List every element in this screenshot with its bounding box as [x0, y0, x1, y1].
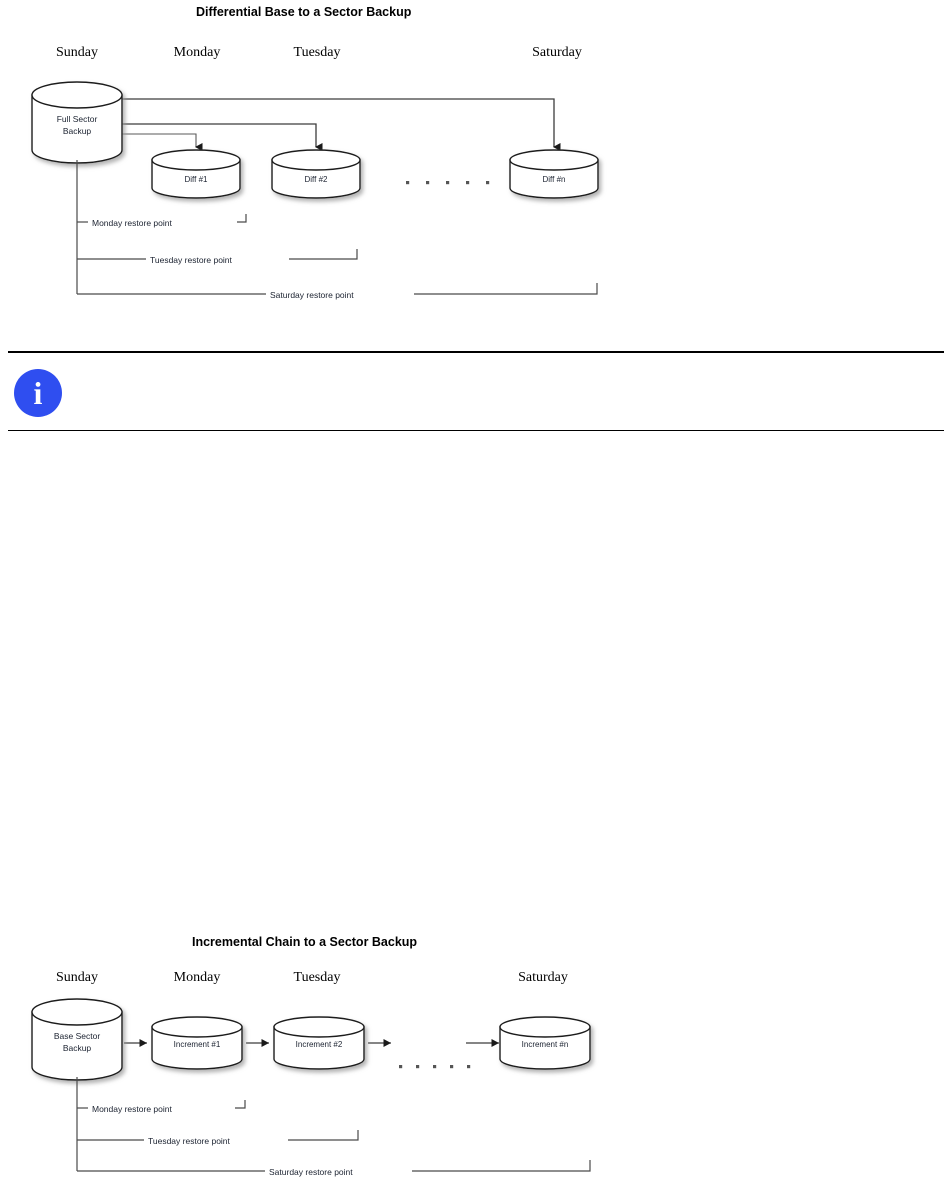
node-label-diff-n: Diff #n [543, 175, 566, 184]
diagram-title: Incremental Chain to a Sector Backup [192, 935, 417, 949]
restore-label-tuesday: Tuesday restore point [148, 1136, 231, 1146]
differential-backup-diagram: Differential Base to a Sector Backup Sun… [0, 0, 952, 330]
restore-label-saturday: Saturday restore point [269, 1167, 353, 1177]
node-full-sector-backup [31, 81, 123, 164]
node-diff-2 [271, 149, 361, 199]
restore-label-tuesday: Tuesday restore point [150, 255, 233, 265]
info-callout-box: i [8, 351, 944, 431]
info-icon: i [14, 369, 62, 417]
node-label-increment-n: Increment #n [522, 1040, 569, 1049]
node-label-line1: Base Sector [54, 1031, 100, 1041]
node-label-increment-2: Increment #2 [296, 1040, 343, 1049]
ellipsis-dots [399, 1065, 471, 1069]
day-label-monday: Monday [174, 970, 221, 985]
restore-bracket-tuesday [77, 249, 358, 260]
day-label-tuesday: Tuesday [294, 45, 341, 60]
restore-bracket-saturday [77, 1160, 591, 1172]
node-diff-n [509, 149, 599, 199]
node-label-diff-1: Diff #1 [185, 175, 209, 184]
node-label-increment-1: Increment #1 [174, 1040, 221, 1049]
info-icon-glyph: i [33, 375, 43, 411]
restore-label-monday: Monday restore point [92, 1104, 172, 1114]
incremental-diagram-svg: Incremental Chain to a Sector Backup Sun… [31, 935, 591, 1177]
node-increment-2 [273, 1016, 365, 1070]
restore-label-monday: Monday restore point [92, 218, 172, 228]
day-label-tuesday: Tuesday [294, 970, 341, 985]
restore-bracket-monday [77, 214, 247, 223]
connector-base-to-diff-n [77, 98, 561, 151]
day-label-monday: Monday [174, 45, 221, 60]
node-base-sector-backup [31, 998, 123, 1081]
node-diff-1 [151, 149, 241, 199]
incremental-backup-diagram: Incremental Chain to a Sector Backup Sun… [0, 925, 952, 1198]
diagram-title: Differential Base to a Sector Backup [196, 5, 412, 19]
node-label-line1: Full Sector [57, 114, 98, 124]
node-label-line2: Backup [63, 126, 92, 136]
day-label-saturday: Saturday [532, 45, 582, 60]
node-increment-n [499, 1016, 591, 1070]
node-increment-1 [151, 1016, 243, 1070]
restore-bracket-saturday [77, 283, 598, 295]
restore-label-saturday: Saturday restore point [270, 290, 354, 300]
restore-bracket-tuesday [77, 1130, 359, 1141]
node-label-diff-2: Diff #2 [305, 175, 329, 184]
day-label-saturday: Saturday [518, 970, 568, 985]
day-label-sunday: Sunday [56, 45, 98, 60]
connector-base-to-diff-2 [77, 123, 323, 151]
differential-diagram-svg: Differential Base to a Sector Backup Sun… [31, 5, 599, 300]
ellipsis-dots [406, 181, 490, 185]
node-label-line2: Backup [63, 1043, 92, 1053]
day-label-sunday: Sunday [56, 970, 98, 985]
restore-bracket-monday [77, 1100, 246, 1109]
